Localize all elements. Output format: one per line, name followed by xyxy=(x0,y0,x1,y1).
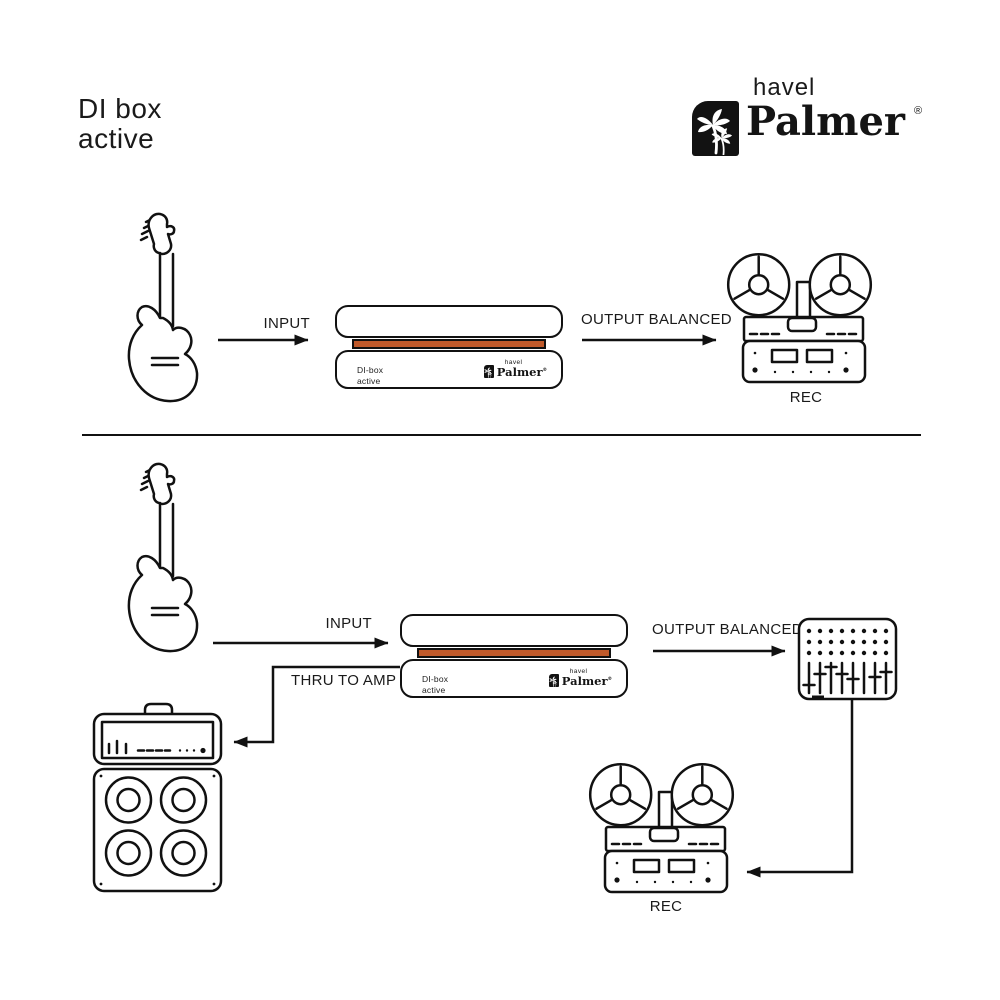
di-box-base: DI-box active havel Palmer® xyxy=(400,659,628,698)
electric-guitar-icon xyxy=(126,456,202,656)
guitar-amp-icon xyxy=(88,698,228,898)
di-box-device-bottom: DI-box active havel Palmer® xyxy=(400,614,628,698)
page-title-line2: active xyxy=(78,123,155,155)
reel-to-reel-recorder-icon xyxy=(585,762,747,894)
rec-label-bottom: REC xyxy=(649,898,683,915)
di-box-model-label: DI-box active xyxy=(357,365,383,387)
di-box-brand-name: Palmer® xyxy=(561,673,612,688)
thru-to-amp-label: THRU TO AMP xyxy=(291,672,397,689)
di-box-base: DI-box active havel Palmer® xyxy=(335,350,563,389)
di-box-model-label: DI-box active xyxy=(422,674,448,696)
di-box-accent-strip xyxy=(352,339,546,349)
di-box-device-top: DI-box active havel Palmer® xyxy=(335,305,563,389)
output-balanced-label-top: OUTPUT BALANCED xyxy=(581,311,732,328)
input-label-bottom: INPUT xyxy=(325,615,372,632)
di-box-model-line1: DI-box xyxy=(357,365,384,375)
electric-guitar-icon xyxy=(126,206,202,406)
palm-tree-icon xyxy=(548,674,559,687)
brand-main-name: Palmer xyxy=(746,98,905,145)
di-box-brand-logo: havel Palmer® xyxy=(548,668,612,688)
input-label-top: INPUT xyxy=(263,315,310,332)
thru-to-amp-arrow xyxy=(233,665,400,748)
mixing-console-icon xyxy=(797,617,898,701)
palm-tree-icon xyxy=(483,365,494,378)
brand-logo-mark xyxy=(692,101,739,156)
output-balanced-label-bottom: OUTPUT BALANCED xyxy=(652,621,803,638)
di-box-brand-sub: havel xyxy=(569,668,588,675)
mixer-to-recorder-arrow xyxy=(746,700,854,878)
page-title-line1: DI box xyxy=(78,93,162,124)
di-box-brand-sub: havel xyxy=(504,359,523,366)
brand-sub-name: havel xyxy=(753,74,816,101)
brand-registered-mark: ® xyxy=(914,105,923,117)
rec-label-top: REC xyxy=(789,389,823,406)
di-box-lid xyxy=(400,614,628,647)
di-box-model-line2: active xyxy=(357,376,381,387)
di-box-model-line2: active xyxy=(422,685,446,696)
di-box-accent-strip xyxy=(417,648,611,658)
page-title: DI box active xyxy=(78,93,162,155)
di-box-model-line1: DI-box xyxy=(422,674,449,684)
di-box-brand-name: Palmer® xyxy=(496,364,547,379)
di-box-brand-logo: havel Palmer® xyxy=(483,359,547,379)
reel-to-reel-recorder-icon xyxy=(723,252,885,384)
di-box-lid xyxy=(335,305,563,338)
